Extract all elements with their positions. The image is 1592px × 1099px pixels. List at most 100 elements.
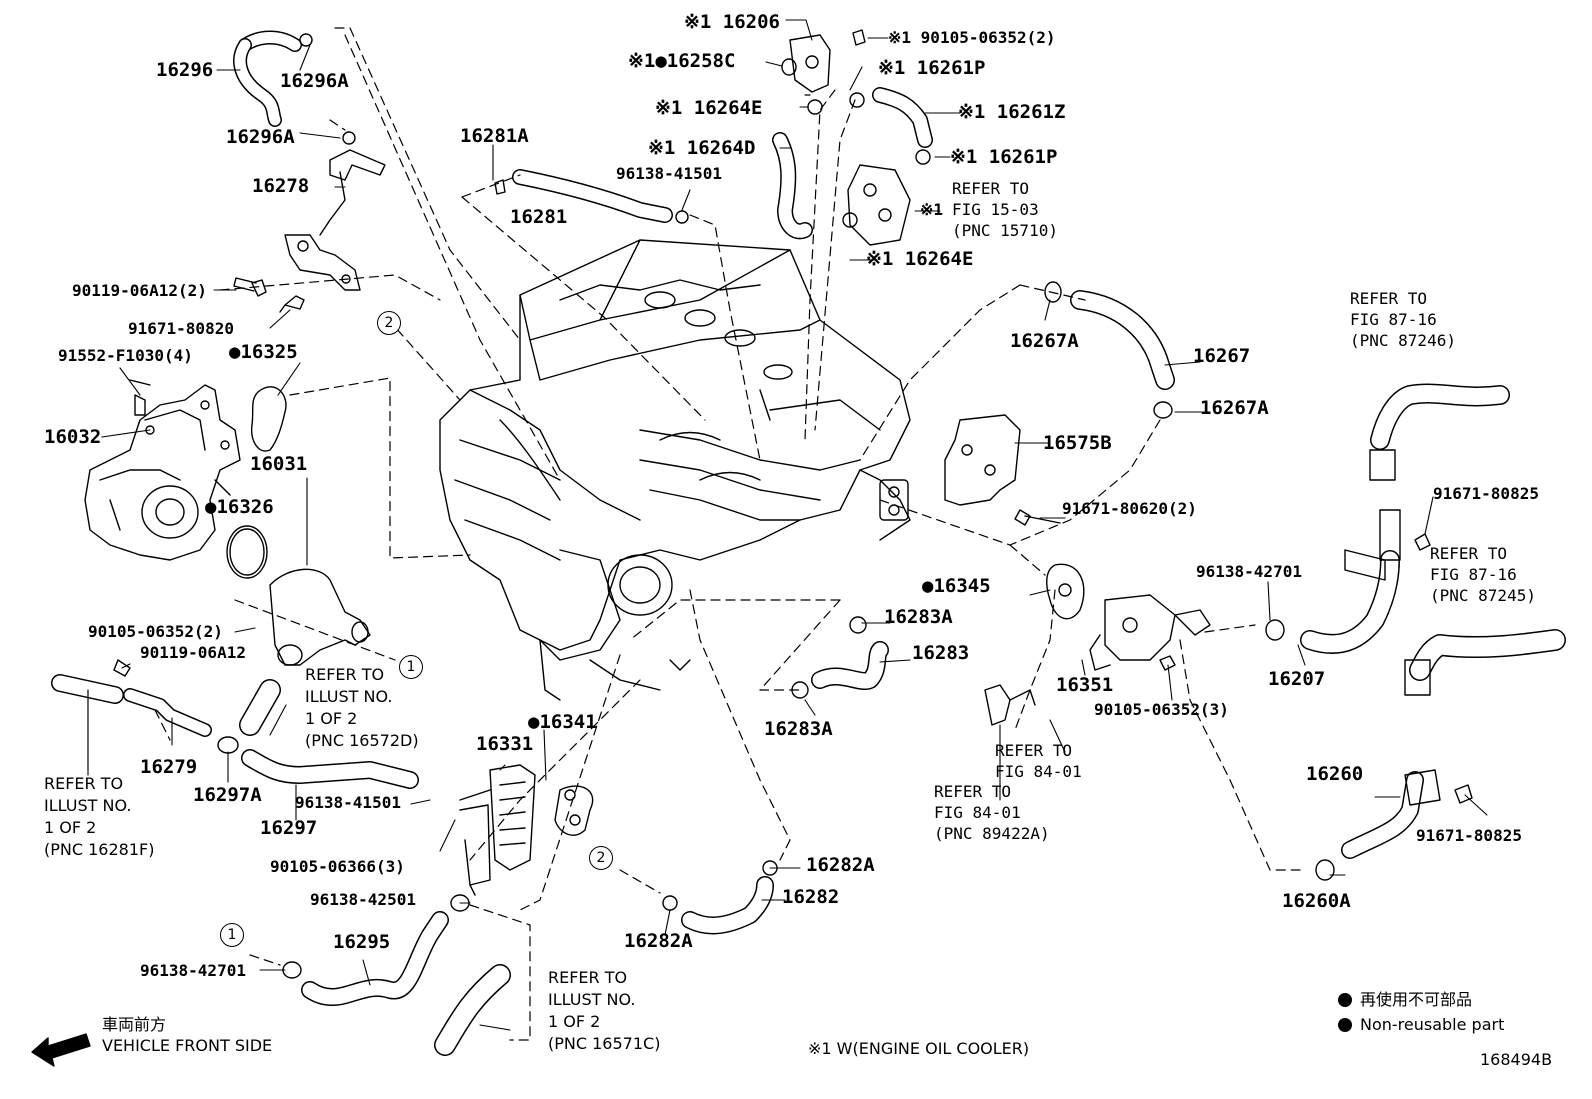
legend-jp: 再使用不可部品 xyxy=(1338,989,1472,1011)
water-pump-16032-drawing xyxy=(84,384,241,561)
callout-2-top: 2 xyxy=(377,311,401,335)
part-label-16260A: 16260A xyxy=(1282,890,1351,912)
ref-fig15-03: REFER TO FIG 15-03 (PNC 15710) xyxy=(952,179,1058,240)
part-label-16331: 16331 xyxy=(476,733,534,755)
hose-16267-drawing xyxy=(1044,281,1175,419)
ref-fig87-16-pnc87246: REFER TO FIG 87-16 (PNC 87246) xyxy=(1350,289,1456,350)
callout-2-bottom: 2 xyxy=(589,846,613,870)
hose-16297-drawing xyxy=(239,679,419,789)
elbow-16031-drawing xyxy=(269,568,371,666)
part-label-16351: 16351 xyxy=(1056,674,1114,696)
bracket-16575B-drawing xyxy=(944,414,1061,526)
arrow-left-icon xyxy=(31,1033,91,1067)
engine-block-drawing xyxy=(439,239,911,701)
part-label-16031: 16031 xyxy=(250,453,308,475)
part-label-90119-06A12-2: 90119-06A12(2) xyxy=(72,281,207,300)
hose-16296-drawing xyxy=(233,30,313,127)
part-label-96138-42701-lower: 96138-42701 xyxy=(140,961,246,980)
part-label-16264D: ※1 16264D xyxy=(648,137,756,159)
vehicle-front-jp: 車両前方 xyxy=(102,1015,167,1034)
part-label-90105-06366: 90105-06366(3) xyxy=(270,857,405,876)
part-label-16283A-top: 16283A xyxy=(884,606,953,628)
thermostat-16331-drawing xyxy=(459,764,594,896)
part-label-91671-80825-top: 91671-80825 xyxy=(1433,484,1539,503)
legend-dot-icon xyxy=(1338,1018,1352,1032)
vehicle-front-label: VEHICLE FRONT SIDE xyxy=(102,1036,273,1055)
part-label-16341: ●16341 xyxy=(528,711,597,733)
part-label-16297: 16297 xyxy=(260,817,318,839)
part-label-96138-42501: 96138-42501 xyxy=(310,890,416,909)
part-label-16296A: 16296A xyxy=(226,126,295,148)
part-label-96138-41501: 96138-41501 xyxy=(616,164,722,183)
part-label-16278: 16278 xyxy=(252,175,310,197)
water-inlet-16351-drawing xyxy=(1046,563,1211,671)
ref-illust-16281F: REFER TO ILLUST NO. 1 OF 2 (PNC 16281F) xyxy=(44,774,155,859)
part-label-90105-06352-3: 90105-06352(3) xyxy=(1094,700,1229,719)
hose-16207-drawing xyxy=(1265,509,1431,654)
part-label-96138-41501-lower: 96138-41501 xyxy=(295,793,401,812)
bolts-left-drawing xyxy=(129,277,305,416)
part-label-16575B: 16575B xyxy=(1043,432,1112,454)
dashed-leader-lines xyxy=(154,27,1301,1041)
hose-16281-drawing xyxy=(494,169,689,224)
pipe-16279-drawing xyxy=(51,659,239,754)
hose-16260-drawing xyxy=(1315,769,1473,881)
part-label-16261Z: ※1 16261Z xyxy=(958,101,1066,123)
hose-87245-drawing xyxy=(1404,629,1566,696)
part-label-16345: ●16345 xyxy=(922,575,991,597)
part-label-16283: 16283 xyxy=(912,642,970,664)
part-label-96138-42701: 96138-42701 xyxy=(1196,562,1302,581)
ref-fig84-01-pnc89422A: REFER TO FIG 84-01 (PNC 89422A) xyxy=(934,782,1050,843)
part-label-16282: 16282 xyxy=(782,886,840,908)
legend-dot-icon xyxy=(1338,993,1352,1007)
legend-en: Non-reusable part xyxy=(1338,1014,1504,1036)
part-label-16283A: 16283A xyxy=(764,718,833,740)
part-label-16297A: 16297A xyxy=(193,784,262,806)
part-label-91671-80825: 91671-80825 xyxy=(1416,826,1522,845)
callout-1-right: 1 xyxy=(399,655,423,679)
callout-1-bottom: 1 xyxy=(220,923,244,947)
part-label-90105-06352-2: 90105-06352(2) xyxy=(88,622,223,641)
sensor-89422A-drawing xyxy=(984,684,1036,726)
part-label-16261P: ※1 16261P xyxy=(950,146,1058,168)
part-label-16295: 16295 xyxy=(333,931,391,953)
part-label-16325: ●16325 xyxy=(229,341,298,363)
part-label-91671-80620: 91671-80620(2) xyxy=(1062,499,1197,518)
part-label-16282A-top: 16282A xyxy=(806,854,875,876)
part-label-16207: 16207 xyxy=(1268,668,1326,690)
part-label-16261P-top: ※1 16261P xyxy=(878,57,986,79)
part-label-91671-80820: 91671-80820 xyxy=(128,319,234,338)
ref-illust-16571C: REFER TO ILLUST NO. 1 OF 2 (PNC 16571C) xyxy=(548,968,661,1053)
ref-fig87-16-pnc87245: REFER TO FIG 87-16 (PNC 87245) xyxy=(1430,544,1536,605)
part-label-16279: 16279 xyxy=(140,756,198,778)
ref-fig84-01-a: REFER TO FIG 84-01 xyxy=(995,741,1082,781)
part-label-16267: 16267 xyxy=(1193,345,1251,367)
ref-illust-16572D: REFER TO ILLUST NO. 1 OF 2 (PNC 16572D) xyxy=(305,665,419,750)
hose-16283-drawing xyxy=(791,616,889,699)
figure-id: 168494B xyxy=(1480,1050,1553,1069)
part-label-16281: 16281 xyxy=(510,206,568,228)
part-label-16296: 16296 xyxy=(156,59,214,81)
part-label-16326: ●16326 xyxy=(205,496,274,518)
part-label-91552-F1030: 91552-F1030(4) xyxy=(58,346,193,365)
part-label-16281A: 16281A xyxy=(460,125,529,147)
oil-cooler-parts-drawing xyxy=(772,29,933,246)
hose-87246-drawing xyxy=(1369,383,1510,481)
part-label-16264E: ※1 16264E xyxy=(866,248,974,270)
part-label-16296A-top: 16296A xyxy=(280,70,349,92)
part-label-16267A: 16267A xyxy=(1200,397,1269,419)
part-label-16282A: 16282A xyxy=(624,930,693,952)
part-label-16206: ※1 16206 xyxy=(684,11,780,33)
pipe-16278-drawing xyxy=(284,131,386,291)
part-label-16264E-top: ※1 16264E xyxy=(655,97,763,119)
part-label-90105-06352-top: ※1 90105-06352(2) xyxy=(888,28,1056,47)
hose-16295-drawing xyxy=(282,894,511,1056)
part-label-16267A-top: 16267A xyxy=(1010,330,1079,352)
part-label-16032: 16032 xyxy=(44,426,102,448)
hose-16282-drawing xyxy=(662,860,778,935)
gasket-16325-drawing xyxy=(226,386,287,579)
ref-mark-fig15-03: ※1 xyxy=(920,200,944,219)
part-label-90119-06A12: 90119-06A12 xyxy=(140,643,246,662)
part-label-16258C: ※1●16258C xyxy=(628,50,736,72)
